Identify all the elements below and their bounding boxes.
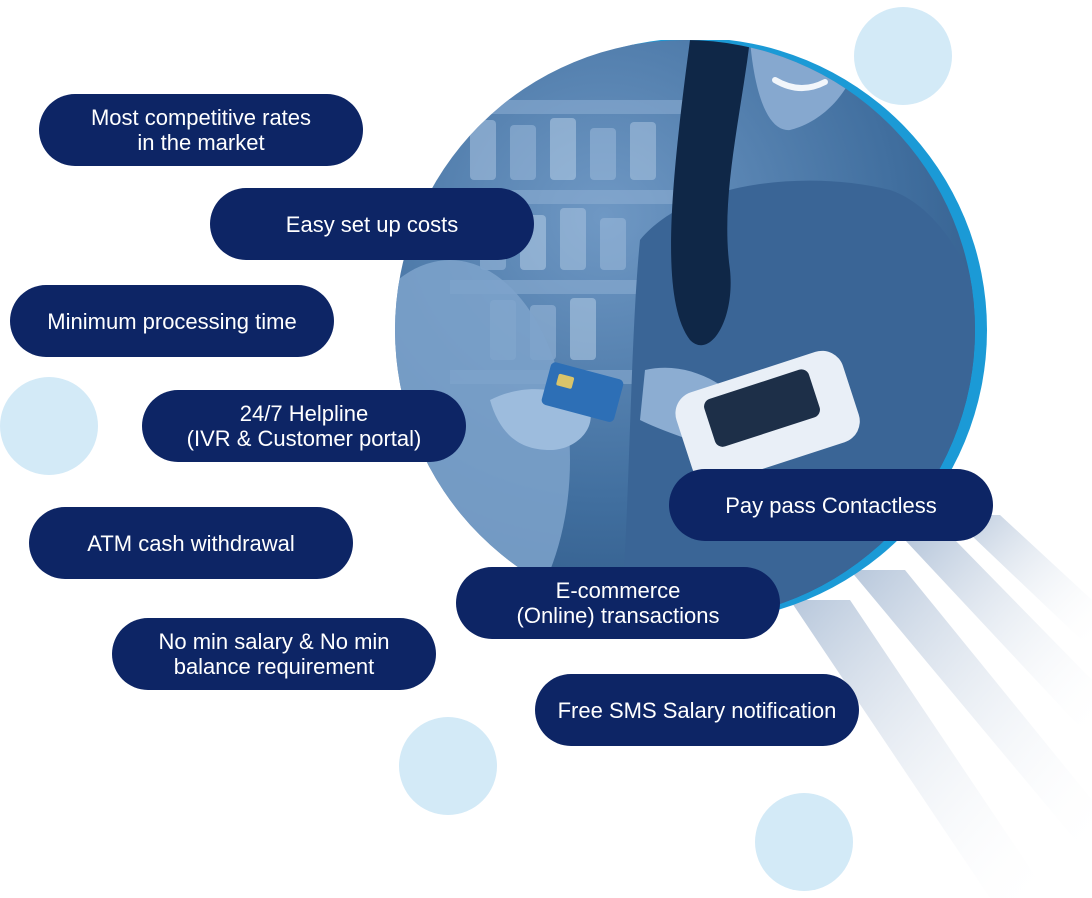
streak-4 bbox=[790, 600, 1050, 898]
decorative-bubble-bottom-right bbox=[755, 793, 853, 891]
feature-pill-atm-withdrawal: ATM cash withdrawal bbox=[29, 507, 353, 579]
cashier-hair bbox=[671, 40, 750, 346]
streak-3 bbox=[850, 570, 1092, 860]
customer-shoulder bbox=[395, 260, 570, 620]
feature-pill-no-min-salary: No min salary & No min balance requireme… bbox=[112, 618, 436, 690]
feature-pill-contactless: Pay pass Contactless bbox=[669, 469, 993, 541]
feature-pill-easy-setup: Easy set up costs bbox=[210, 188, 534, 260]
cashier-smile bbox=[772, 77, 828, 91]
pos-terminal bbox=[675, 350, 860, 484]
feature-pill-competitive-rates: Most competitive rates in the market bbox=[39, 94, 363, 166]
decorative-bubble-top-right bbox=[854, 7, 952, 105]
streak-1 bbox=[950, 515, 1092, 650]
payment-photo bbox=[395, 40, 987, 622]
decorative-bubble-left bbox=[0, 377, 98, 475]
bank-card bbox=[541, 362, 624, 422]
streak-2 bbox=[905, 540, 1092, 740]
feature-pill-ecommerce: E-commerce (Online) transactions bbox=[456, 567, 780, 639]
decorative-bubble-bottom-center bbox=[399, 717, 497, 815]
feature-pill-helpline: 24/7 Helpline (IVR & Customer portal) bbox=[142, 390, 466, 462]
feature-pill-processing-time: Minimum processing time bbox=[10, 285, 334, 357]
feature-pill-sms-notification: Free SMS Salary notification bbox=[535, 674, 859, 746]
